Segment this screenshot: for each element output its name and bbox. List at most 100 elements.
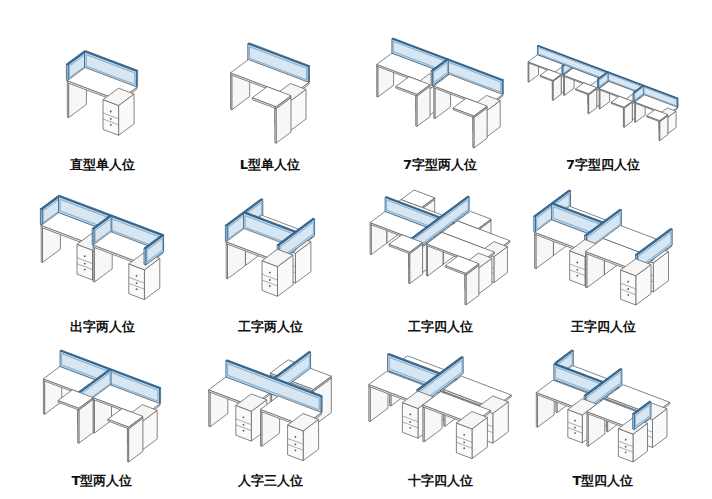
drawer-knob <box>574 420 576 422</box>
screen-panel <box>633 414 635 430</box>
desk-end-panel <box>78 399 94 410</box>
drawer-pedestal <box>262 249 293 266</box>
drawer-knob <box>409 414 411 416</box>
workstation-figure <box>209 351 332 460</box>
desk-end-panel <box>599 90 601 109</box>
screen-panel <box>40 209 42 226</box>
drawer-line <box>570 264 585 270</box>
drawer-knob <box>625 451 627 453</box>
desk-end-panel <box>67 83 68 118</box>
desk-end-panel <box>369 386 370 421</box>
desk-end-panel <box>659 122 661 141</box>
drawer-pedestal <box>288 414 319 431</box>
desk-end-panel <box>659 115 668 121</box>
layout-caption: 人字三人位 <box>238 472 303 489</box>
desk-end-panel <box>588 89 597 95</box>
layout-caption: 十字四人位 <box>408 472 473 489</box>
desk-end-panel <box>275 108 276 143</box>
desk-end-panel <box>466 265 479 305</box>
desk-end-panel <box>416 86 430 96</box>
desk-end-panel <box>312 378 331 392</box>
layout-caption: 直型单人位 <box>70 156 135 173</box>
workstation-figure <box>43 350 160 462</box>
layout-caption: T型两人位 <box>72 472 133 489</box>
screen-glass <box>147 239 162 262</box>
layout-caption: 出字两人位 <box>70 318 135 335</box>
desk-end-panel <box>423 407 424 442</box>
workstation-figure <box>528 45 678 140</box>
desk-end-panel <box>474 108 487 148</box>
drawer-knob <box>110 111 112 113</box>
desk-end-panel <box>587 95 589 114</box>
drawer-line <box>621 283 636 289</box>
drawer-line <box>568 428 583 434</box>
drawer-knob <box>269 272 271 274</box>
drawer-knob <box>295 443 297 445</box>
desk-end-panel <box>465 265 479 275</box>
drawer-line <box>262 274 278 280</box>
screen-panel <box>562 66 563 75</box>
desk-end-panel <box>209 392 210 427</box>
workstation-figure <box>231 43 310 143</box>
desk-end-panel <box>231 75 232 110</box>
drawer-line <box>103 113 119 119</box>
desk-end-panel <box>370 224 371 254</box>
drawer-knob <box>243 430 245 432</box>
desk-end-panel <box>78 410 79 444</box>
drawer-knob <box>84 255 86 257</box>
drawer-pedestal <box>621 259 651 276</box>
layout-caption: 7字型两人位 <box>403 156 477 173</box>
screen-panel <box>597 79 599 88</box>
workstation-figure <box>225 199 314 297</box>
drawer-line <box>288 438 304 444</box>
workstation-figure <box>534 190 672 305</box>
workstation-figure <box>536 350 669 462</box>
drawer-knob <box>627 281 629 283</box>
layout-caption: T型四人位 <box>573 472 634 489</box>
drawer-line <box>456 442 472 448</box>
desk-end-panel <box>409 253 410 283</box>
desk-end-panel <box>426 246 427 277</box>
drawer-line <box>129 277 145 283</box>
drawer-knob <box>463 434 465 436</box>
layout-caption: 王字四人位 <box>571 318 636 335</box>
screen-panel <box>66 64 68 81</box>
desk-end-panel <box>660 116 668 141</box>
drawer-line <box>236 425 252 431</box>
desk-end-panel <box>634 103 636 122</box>
workstation-figure <box>370 190 510 305</box>
layout-caption: 工字四人位 <box>408 318 473 335</box>
drawer-knob <box>625 439 627 441</box>
desk-end-panel <box>473 117 474 148</box>
layout-caption: 7字型四人位 <box>566 156 640 173</box>
drawer-knob <box>576 269 578 271</box>
drawer-line <box>236 419 252 425</box>
drawer-knob <box>295 449 297 451</box>
screen-panel <box>92 228 94 245</box>
layout-caption: L型单人位 <box>240 156 300 173</box>
drawer-line <box>103 119 119 125</box>
desk-end-panel <box>410 244 423 284</box>
desk-end-panel <box>552 81 554 100</box>
drawer-knob <box>463 441 465 443</box>
drawer-knob <box>463 447 465 449</box>
desk-end-panel <box>624 102 632 127</box>
desk-top <box>93 232 163 265</box>
desk-end-panel <box>275 97 291 109</box>
drawer-knob <box>243 424 245 426</box>
desk-end-panel <box>129 418 143 462</box>
drawer-line <box>402 416 418 422</box>
drawer-line <box>288 444 304 450</box>
drawer-knob <box>110 118 112 120</box>
desk-end-panel <box>43 381 44 415</box>
desk-end-panel <box>41 227 42 262</box>
desk-end-panel <box>473 107 487 117</box>
drawer-line <box>77 264 93 270</box>
workstation-figure <box>369 353 511 458</box>
drawer-knob <box>576 262 578 264</box>
drawer-line <box>621 289 636 295</box>
drawer-knob <box>409 421 411 423</box>
screen-panel <box>225 225 227 242</box>
